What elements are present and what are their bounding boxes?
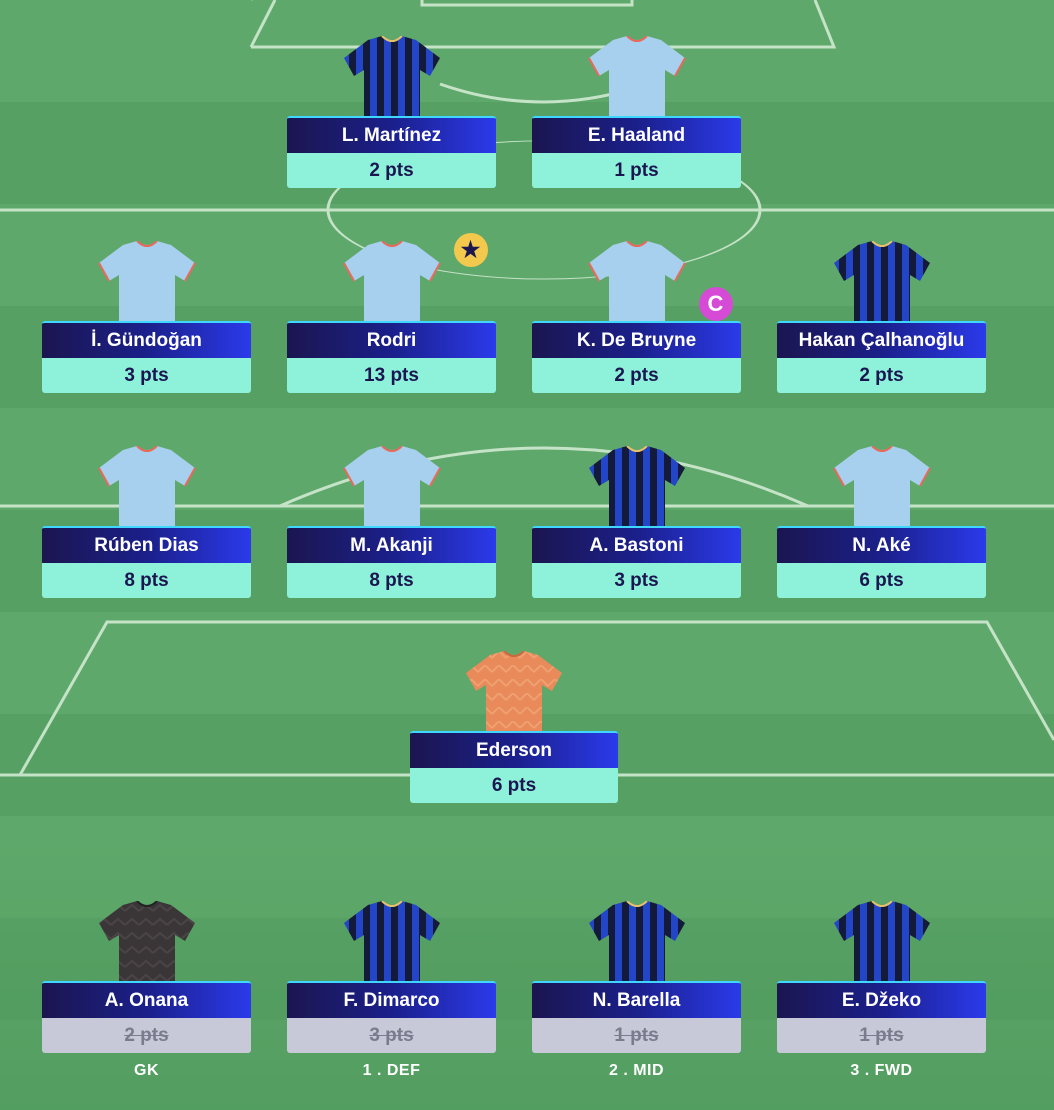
player-name: A. Onana [42,981,251,1018]
player-card-calhanoglu[interactable]: Hakan Çalhanoğlu 2 pts [777,241,986,393]
player-points: 2 pts [42,1018,251,1053]
player-name: Ederson [410,731,618,768]
player-points: 2 pts [287,153,496,188]
player-points: 8 pts [42,563,251,598]
player-card-debruyne[interactable]: C K. De Bruyne 2 pts [532,241,741,393]
player-card-dias[interactable]: Rúben Dias 8 pts [42,446,251,598]
bench-position-label: GK [134,1062,159,1079]
city-home-shirt-icon [587,36,686,116]
player-name: F. Dimarco [287,981,496,1018]
player-name: E. Džeko [777,981,986,1018]
player-card-ederson[interactable]: Ederson 6 pts [410,651,618,803]
city-home-shirt-icon [587,241,686,321]
bench-card-dzeko[interactable]: E. Džeko 1 pts [777,901,986,1053]
player-points: 6 pts [777,563,986,598]
bench-position-label: 3 . FWD [850,1062,913,1079]
player-name: E. Haaland [532,116,741,153]
player-name: N. Barella [532,981,741,1018]
player-card-haaland[interactable]: E. Haaland 1 pts [532,36,741,188]
city-home-shirt-icon [97,446,196,526]
city-goalkeeper-shirt-icon [466,651,562,731]
player-points: 3 pts [42,358,251,393]
star-player-badge-icon: ★ [453,233,488,267]
player-name: Hakan Çalhanoğlu [777,321,986,358]
captain-badge-icon: C [698,287,733,321]
player-points: 1 pts [777,1018,986,1053]
city-home-shirt-icon [832,446,931,526]
player-name: Rodri [287,321,496,358]
player-points: 2 pts [532,358,741,393]
bench-position-label: 1 . DEF [362,1062,421,1079]
city-home-shirt-icon [97,241,196,321]
player-name: M. Akanji [287,526,496,563]
player-name: A. Bastoni [532,526,741,563]
inter-home-shirt-icon [588,901,685,981]
player-points: 8 pts [287,563,496,598]
inter-home-shirt-icon [343,36,440,116]
player-points: 6 pts [410,768,618,803]
city-home-shirt-icon [342,446,441,526]
player-card-rodri[interactable]: ★ Rodri 13 pts [287,233,496,393]
inter-home-shirt-icon [833,241,930,321]
player-card-akanji[interactable]: M. Akanji 8 pts [287,446,496,598]
bench-card-dimarco[interactable]: F. Dimarco 3 pts [287,901,496,1053]
player-points: 2 pts [777,358,986,393]
player-name: İ. Gündoğan [42,321,251,358]
player-points: 3 pts [532,563,741,598]
inter-home-shirt-icon [833,901,930,981]
player-card-gundogan[interactable]: İ. Gündoğan 3 pts [42,241,251,393]
player-name: N. Aké [777,526,986,563]
player-card-bastoni[interactable]: A. Bastoni 3 pts [532,446,741,598]
player-name: Rúben Dias [42,526,251,563]
inter-home-shirt-icon [343,901,440,981]
player-points: 13 pts [287,358,496,393]
player-card-ake[interactable]: N. Aké 6 pts [777,446,986,598]
bench-card-onana[interactable]: A. Onana 2 pts [42,901,251,1053]
player-points: 1 pts [532,153,741,188]
player-card-martinez[interactable]: L. Martínez 2 pts [287,36,496,188]
city-home-shirt-icon [342,241,441,321]
inter-goalkeeper-shirt-icon [98,901,195,981]
player-points: 1 pts [532,1018,741,1053]
player-name: K. De Bruyne [532,321,741,358]
bench-position-label: 2 . MID [608,1062,665,1079]
player-points: 3 pts [287,1018,496,1053]
bench-card-barella[interactable]: N. Barella 1 pts [532,901,741,1053]
player-name: L. Martínez [287,116,496,153]
inter-home-shirt-icon [588,446,685,526]
